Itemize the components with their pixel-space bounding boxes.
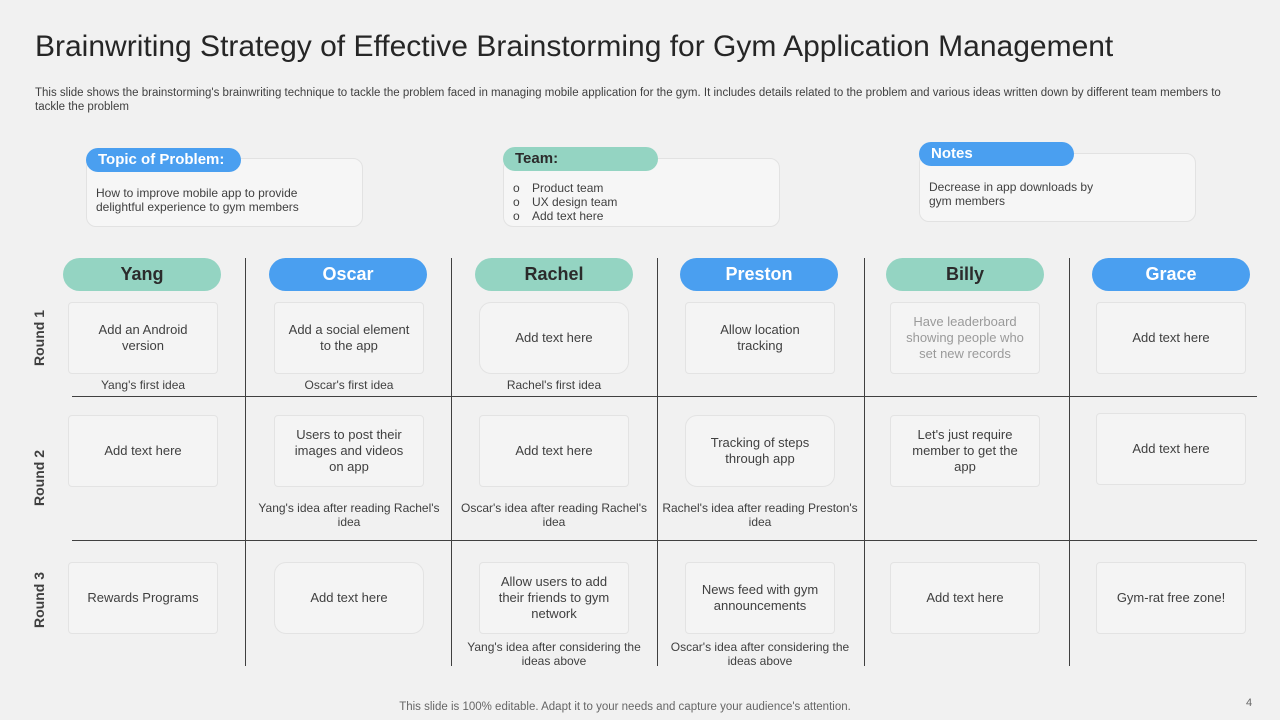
team-list: Product team UX design team Add text her… <box>513 181 617 223</box>
team-item: Product team <box>513 181 617 195</box>
idea-cell: Tracking of steps through app <box>685 415 835 487</box>
idea-cell: Add text here <box>479 415 629 487</box>
member-billy: Billy <box>886 258 1044 291</box>
idea-caption: Rachel's first idea <box>506 378 602 392</box>
footer-note: This slide is 100% editable. Adapt it to… <box>399 701 851 713</box>
idea-cell: Add text here <box>890 562 1040 634</box>
grid-divider <box>245 258 246 666</box>
idea-caption: Oscar's idea after reading Rachel's idea <box>460 501 647 529</box>
grid-divider <box>864 258 865 666</box>
grid-divider <box>657 258 658 666</box>
idea-cell: Add text here <box>1096 413 1246 485</box>
idea-caption: Oscar's idea after considering the ideas… <box>670 640 850 668</box>
idea-cell: Let's just require member to get the app <box>890 415 1040 487</box>
idea-cell: News feed with gym announcements <box>685 562 835 634</box>
member-rachel: Rachel <box>475 258 633 291</box>
page-number: 4 <box>1246 697 1253 709</box>
idea-caption: Yang's first idea <box>100 378 186 392</box>
round-label: Round 2 <box>31 450 47 506</box>
idea-cell: Rewards Programs <box>68 562 218 634</box>
idea-caption: Yang's idea after reading Rachel's idea <box>258 501 440 529</box>
grid-divider <box>72 540 1257 541</box>
grid-divider <box>1069 258 1070 666</box>
topic-label: Topic of Problem: <box>86 148 241 172</box>
idea-cell: Add text here <box>1096 302 1246 374</box>
member-oscar: Oscar <box>269 258 427 291</box>
idea-caption: Yang's idea after considering the ideas … <box>467 640 641 668</box>
round-label: Round 1 <box>31 310 47 366</box>
idea-cell: Have leaderboard showing people who set … <box>890 302 1040 374</box>
page-title: Brainwriting Strategy of Effective Brain… <box>35 30 1114 63</box>
idea-cell: Gym-rat free zone! <box>1096 562 1246 634</box>
grid-divider <box>451 258 452 666</box>
idea-caption: Rachel's idea after reading Preston's id… <box>662 501 858 529</box>
idea-cell: Allow users to add their friends to gym … <box>479 562 629 634</box>
idea-cell: Add text here <box>479 302 629 374</box>
grid-divider <box>72 396 1257 397</box>
idea-cell: Users to post their images and videos on… <box>274 415 424 487</box>
idea-cell: Allow location tracking <box>685 302 835 374</box>
page-subtitle: This slide shows the brainstorming's bra… <box>35 87 1221 113</box>
team-item: UX design team <box>513 195 617 209</box>
team-item: Add text here <box>513 209 617 223</box>
team-label: Team: <box>503 147 658 171</box>
idea-cell: Add text here <box>68 415 218 487</box>
round-label: Round 3 <box>31 572 47 628</box>
member-yang: Yang <box>63 258 221 291</box>
notes-text: Decrease in app downloads by gym members <box>929 180 1094 208</box>
idea-cell: Add a social element to the app <box>274 302 424 374</box>
topic-text: How to improve mobile app to provide del… <box>96 186 299 214</box>
idea-caption: Oscar's first idea <box>304 378 394 392</box>
idea-cell: Add an Android version <box>68 302 218 374</box>
notes-label: Notes <box>919 142 1074 166</box>
idea-cell: Add text here <box>274 562 424 634</box>
member-preston: Preston <box>680 258 838 291</box>
member-grace: Grace <box>1092 258 1250 291</box>
